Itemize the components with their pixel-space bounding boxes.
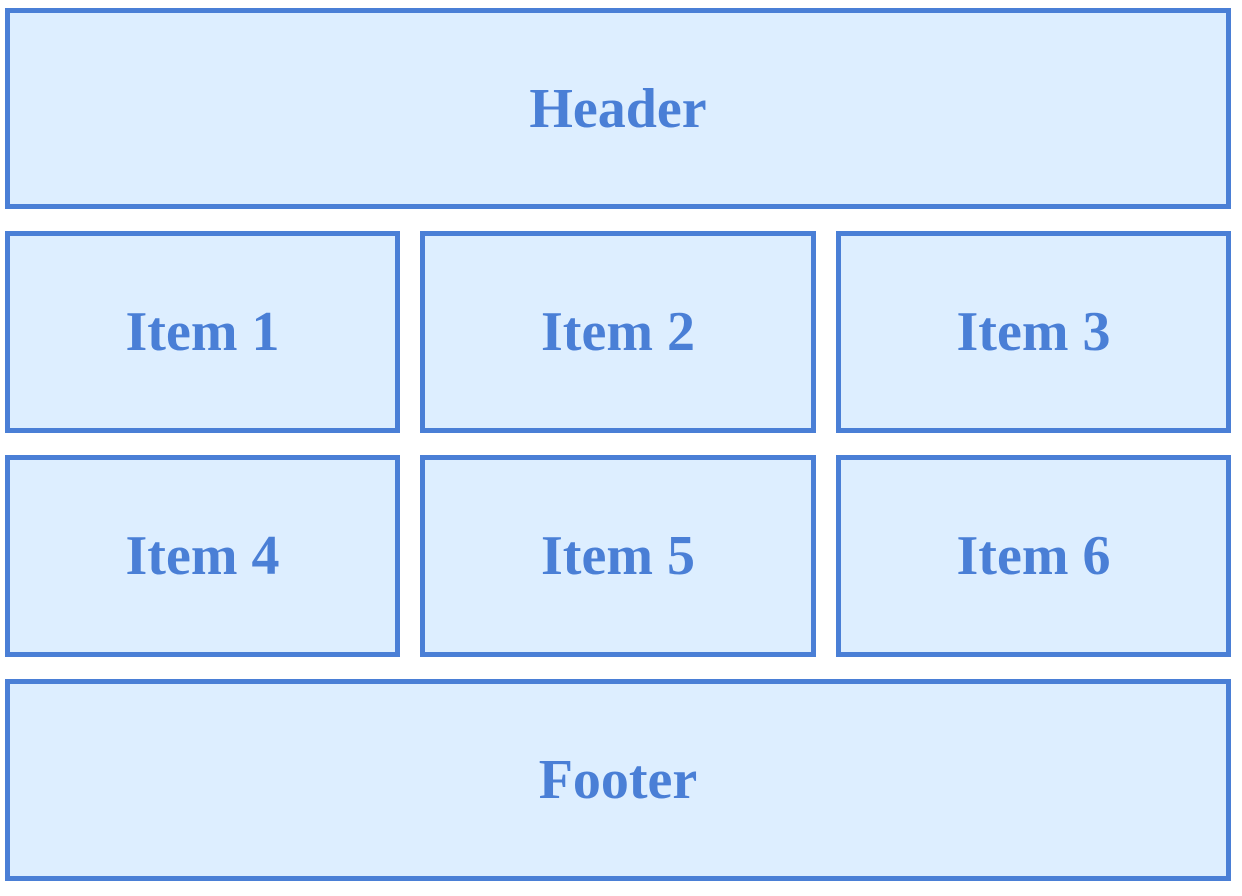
grid-item-label: Item 4 — [125, 525, 280, 587]
grid-item-6: Item 6 — [836, 455, 1231, 657]
header-box: Header — [5, 8, 1231, 209]
grid-item-1: Item 1 — [5, 231, 400, 433]
grid-item-label: Item 2 — [541, 301, 695, 363]
grid-item-label: Item 1 — [125, 301, 280, 363]
grid-item-label: Item 3 — [956, 301, 1111, 363]
grid-item-2: Item 2 — [420, 231, 816, 433]
grid-item-5: Item 5 — [420, 455, 816, 657]
grid-item-4: Item 4 — [5, 455, 400, 657]
grid-item-label: Item 6 — [956, 525, 1111, 587]
grid-item-3: Item 3 — [836, 231, 1231, 433]
grid-item-label: Item 5 — [541, 525, 695, 587]
footer-box: Footer — [5, 679, 1231, 881]
footer-label: Footer — [538, 749, 698, 811]
header-label: Header — [529, 77, 707, 140]
